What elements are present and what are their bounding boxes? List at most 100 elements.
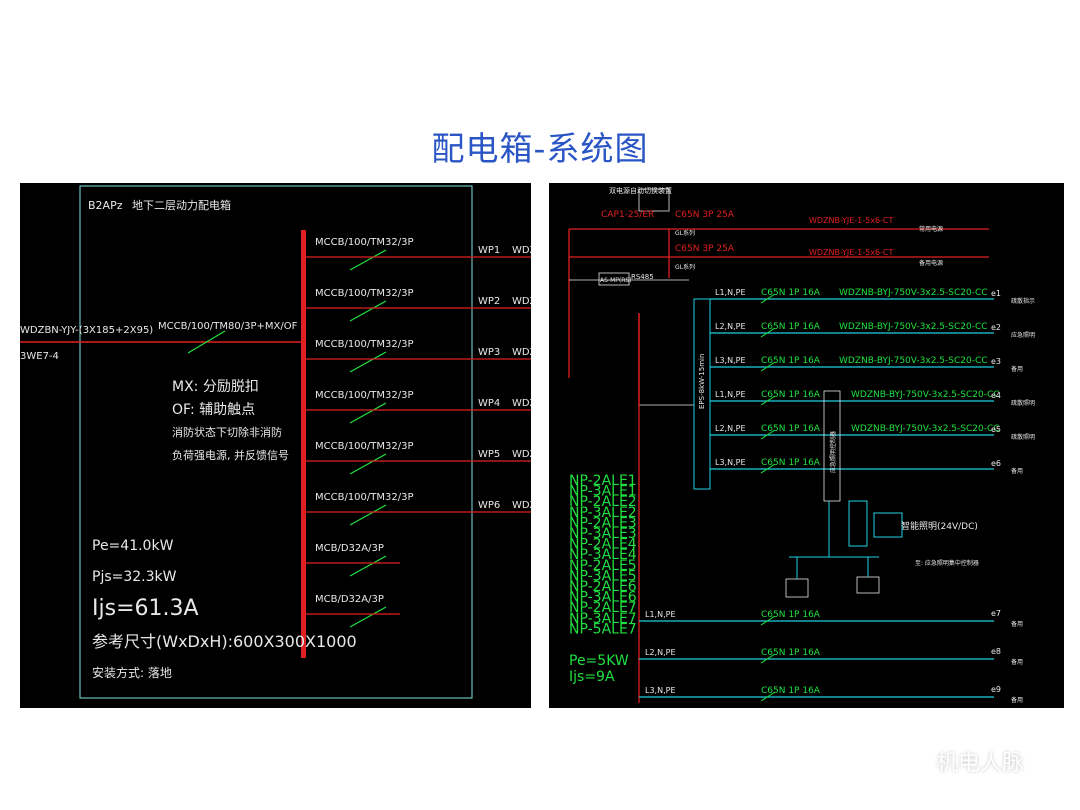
circuit-use: 备用 <box>1011 365 1023 373</box>
branch-breaker: MCB/D32A/3P <box>315 594 384 605</box>
dc-note: 至: 应急照明集中控制器 <box>915 559 979 567</box>
circuit-switch-symbol <box>760 429 776 440</box>
np-item: NP-2ALE7 <box>569 600 637 616</box>
circuit-id: e6 <box>991 459 1001 468</box>
note-4: 负荷强电源, 并反馈信号 <box>172 448 289 462</box>
circuit-switch-symbol <box>760 361 776 372</box>
incoming-dest-2: 备用电源 <box>919 259 943 267</box>
right-diagram: 双电源自动切换装置 CAP1-25/ER C65N 3P 25A C65N 3P… <box>568 186 1035 704</box>
incoming-cable-1: WDZNB-YJE-1-5x6-CT <box>809 216 894 225</box>
branch-switch-symbol <box>349 351 387 373</box>
circuit-id: e1 <box>991 289 1001 298</box>
install-method: 安装方式: 落地 <box>92 665 172 680</box>
panel-device-1 <box>785 578 809 598</box>
branch-breaker: MCCB/100/TM32/3P <box>315 390 414 401</box>
circuit-id: e9 <box>991 685 1001 694</box>
circuit-cable: WDZNB-BYJ-750V-3x2.5-SC20-CC <box>851 390 1000 400</box>
circuit-use: 应急照明 <box>1011 331 1035 339</box>
branch-breaker: MCCB/100/TM32/3P <box>315 339 414 350</box>
branch-switch-symbol <box>349 249 387 271</box>
incoming-cable-2: WDZNB-YJE-1-5x6-CT <box>809 248 894 257</box>
branch-tag: WDZ <box>512 296 531 307</box>
circuit-phase: L2,N,PE <box>715 424 746 433</box>
ijs-value: Ijs=61.3A <box>92 596 199 621</box>
box-id: B2APz <box>88 199 123 212</box>
np-item: NP-3ALE7 <box>569 611 637 627</box>
enclosure-outline <box>79 185 473 699</box>
feeder-source: 3WE7-4 <box>20 351 59 362</box>
gl-label-2: GL系列 <box>675 263 695 271</box>
circuit-switch-symbol <box>760 327 776 338</box>
circuit-phase: L1,N,PE <box>645 610 676 619</box>
incoming-dest-1: 常用电源 <box>919 225 943 233</box>
np-item: NP-3ALE5 <box>569 568 637 584</box>
circuit-phase: L1,N,PE <box>715 390 746 399</box>
slide-title: 配电箱-系统图 <box>431 129 649 168</box>
box-name: 地下二层动力配电箱 <box>132 198 231 212</box>
circuit-switch-symbol <box>760 395 776 406</box>
circuit-cable: WDZNB-BYJ-750V-3x2.5-SC20-CC <box>839 322 988 332</box>
branch-switch-symbol <box>349 300 387 322</box>
circuit-phase: L1,N,PE <box>715 288 746 297</box>
ats-device <box>638 188 670 212</box>
branch-circuit-id: WP3 <box>478 347 500 358</box>
np-item: NP-5ALE7 <box>569 621 637 637</box>
branch-circuit-id: WP1 <box>478 245 500 256</box>
branch-tag: WDZ <box>512 245 531 256</box>
circuit-use: 备用 <box>1011 620 1023 628</box>
dc-device-box <box>848 500 868 547</box>
circuit-switch-symbol <box>760 615 776 626</box>
circuit-breaker: C65N 1P 16A <box>761 322 821 332</box>
np-item: NP-2ALE2 <box>569 494 637 510</box>
circuit-cable: WDZNB-BYJ-750V-3x2.5-SC20-CC <box>839 288 988 298</box>
circuit-use: 备用 <box>1011 696 1023 704</box>
branch-circuit-id: WP4 <box>478 398 500 409</box>
circuit-use: 疏散指示 <box>1011 297 1035 305</box>
circuit-breaker: C65N 1P 16A <box>761 648 821 658</box>
branch-switch-symbol <box>349 453 387 475</box>
circuit-use: 疏散照明 <box>1011 399 1035 407</box>
np-item: NP-3ALE6 <box>569 590 637 606</box>
watermark-text: 机电人脉 <box>936 751 1025 776</box>
pe-value: Pe=41.0kW <box>92 538 174 554</box>
circuit-breaker: C65N 1P 16A <box>761 458 821 468</box>
circuit-breaker: C65N 1P 16A <box>761 610 821 620</box>
main-breaker: MCCB/100/TM80/3P+MX/OF <box>158 321 298 332</box>
eps-bus <box>693 298 711 490</box>
right-diagram-panel: 双电源自动切换装置 CAP1-25/ER C65N 3P 25A C65N 3P… <box>549 183 1064 708</box>
left-diagram: B2APz 地下二层动力配电箱 WDZBN-YJY-(3X185+2X95) 3… <box>20 185 531 699</box>
switch-tag-box <box>598 272 630 286</box>
pjs-value: Pjs=32.3kW <box>92 569 177 585</box>
dc-label: 智能照明(24V/DC) <box>901 520 978 532</box>
branch-tag: WDZ <box>512 449 531 460</box>
circuit-id: e5 <box>991 425 1001 434</box>
circuit-phase: L2,N,PE <box>645 648 676 657</box>
circuit-breaker: C65N 1P 16A <box>761 288 821 298</box>
controller-label: 应急照明控制器 <box>829 431 837 473</box>
circuit-use: 备用 <box>1011 467 1023 475</box>
circuit-phase: L3,N,PE <box>715 356 746 365</box>
np-item: NP-2ALE5 <box>569 558 637 574</box>
branch-breaker: MCCB/100/TM32/3P <box>315 237 414 248</box>
circuit-id: e2 <box>991 323 1001 332</box>
circuit-cable: WDZNB-BYJ-750V-3x2.5-SC20-CC <box>839 356 988 366</box>
circuit-id: e7 <box>991 609 1001 618</box>
dimensions: 参考尺寸(WxDxH):600X300X1000 <box>92 632 357 651</box>
circuit-id: e4 <box>991 391 1001 400</box>
circuit-breaker: C65N 1P 16A <box>761 424 821 434</box>
np-item: NP-3ALE2 <box>569 505 637 521</box>
incoming-device-2: C65N 3P 25A <box>675 244 735 254</box>
left-diagram-panel: B2APz 地下二层动力配电箱 WDZBN-YJY-(3X185+2X95) 3… <box>20 183 531 708</box>
dc-device-box-2 <box>873 512 903 538</box>
circuit-breaker: C65N 1P 16A <box>761 356 821 366</box>
branch-switch-symbol <box>349 504 387 526</box>
circuit-cable: WDZNB-BYJ-750V-3x2.5-SC20-CC <box>851 424 1000 434</box>
switch-label: RS485 <box>631 273 654 281</box>
circuit-phase: L3,N,PE <box>715 458 746 467</box>
circuit-switch-symbol <box>760 653 776 664</box>
circuit-id: e3 <box>991 357 1001 366</box>
note-2: OF: 辅助触点 <box>172 402 255 418</box>
eps-bus-label: EPS-8kW-15min <box>698 354 706 409</box>
feeder-cable: WDZBN-YJY-(3X185+2X95) <box>20 325 153 336</box>
wechat-icon <box>894 748 926 772</box>
